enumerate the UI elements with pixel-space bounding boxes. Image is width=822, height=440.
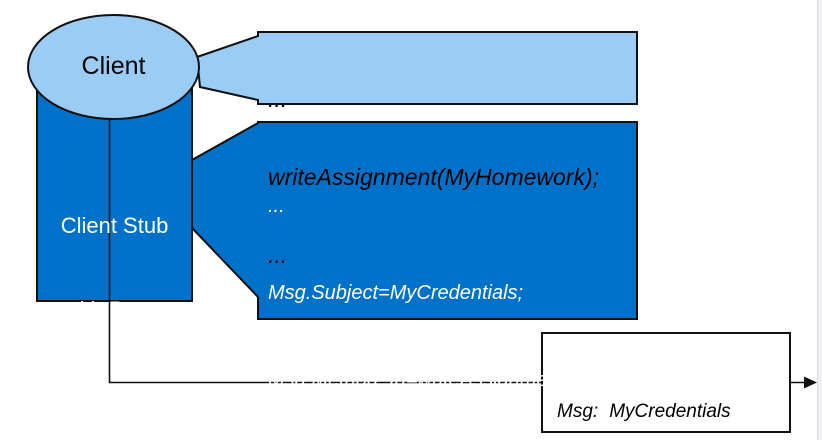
client-ellipse <box>27 14 200 120</box>
client-code-text: ... writeAssignment(MyHomework); ... <box>268 34 633 320</box>
stub-code-line: ... <box>268 195 285 217</box>
right-edge-gutter <box>817 0 822 440</box>
message-line: Msg: MyCredentials <box>557 399 785 426</box>
client-code-line: ... <box>268 86 288 112</box>
message-box <box>541 332 791 433</box>
client-stub-line: with Proxy <box>63 297 166 322</box>
arrow-head-icon <box>804 376 817 389</box>
client-stub-box <box>36 85 193 302</box>
message-label: Msg: <box>557 401 599 422</box>
client-code-line: ... <box>268 242 288 268</box>
client-code-line: writeAssignment(MyHomework); <box>268 164 600 190</box>
client-stub-line: (here without <box>50 381 179 406</box>
message-box-text: Msg:MyCredentials writeAssignment_Id MyH… <box>557 346 785 440</box>
stub-code-callout-shape <box>191 121 638 320</box>
client-stub-label: Client Stub with Proxy (here without PEP… <box>37 156 192 440</box>
message-value: MyCredentials <box>609 401 731 422</box>
stub-code-text: ... Msg.Subject=MyCredentials; Msg.Metho… <box>268 134 633 440</box>
client-code-callout-shape <box>195 31 638 105</box>
client-label: Client <box>81 52 146 80</box>
stub-code-line: Msg.Subject=MyCredentials; <box>268 282 524 304</box>
client-stub-line: Client Stub <box>60 213 169 238</box>
stub-code-line: Msg.Method_Id=writeAssignment_Id; <box>268 369 598 391</box>
